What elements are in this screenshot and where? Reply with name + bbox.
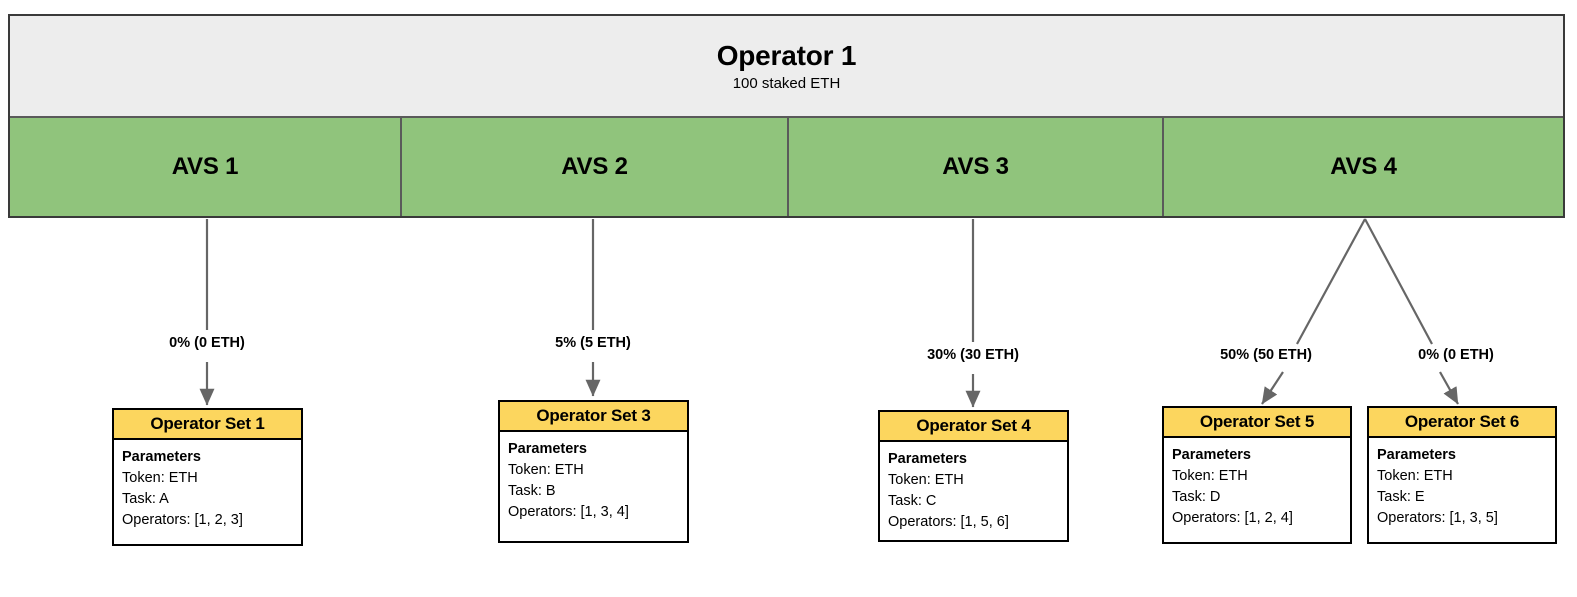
operator-set-title-1: Operator Set 1 [114, 410, 301, 440]
operator-title: Operator 1 [716, 39, 857, 71]
param-task-1: Task: A [122, 491, 169, 508]
avs-cell-1[interactable]: AVS 1 [10, 116, 402, 216]
operator-container: Operator 1 100 staked ETH AVS 1 AVS 2 AV… [8, 14, 1565, 218]
edge-label-avs4-opset6: 0% (0 ETH) [1415, 346, 1497, 366]
operator-set-body-1: Parameters Token: ETH Task: A Operators:… [114, 440, 301, 537]
operator-set-box-3[interactable]: Operator Set 3 Parameters Token: ETH Tas… [498, 400, 689, 543]
avs-label-4: AVS 4 [1330, 153, 1397, 180]
edge-label-avs1-opset1: 0% (0 ETH) [166, 334, 248, 354]
avs-band: AVS 1 AVS 2 AVS 3 AVS 4 [10, 116, 1563, 216]
param-task-5: Task: D [1172, 489, 1221, 506]
operator-set-body-5: Parameters Token: ETH Task: D Operators:… [1164, 438, 1350, 535]
operator-header: Operator 1 100 staked ETH [10, 16, 1563, 116]
param-operators-1: Operators: [1, 2, 3] [122, 512, 243, 529]
avs-label-2: AVS 2 [561, 153, 628, 180]
edge-label-avs4-opset5: 50% (50 ETH) [1217, 346, 1315, 366]
avs-label-1: AVS 1 [171, 153, 239, 180]
params-heading-1: Parameters [122, 449, 201, 465]
param-task-3: Task: B [508, 483, 556, 500]
params-heading-6: Parameters [1377, 447, 1456, 463]
param-token-1: Token: ETH [122, 470, 198, 487]
operator-set-box-1[interactable]: Operator Set 1 Parameters Token: ETH Tas… [112, 408, 303, 546]
operator-set-body-3: Parameters Token: ETH Task: B Operators:… [500, 432, 687, 529]
avs-cell-4[interactable]: AVS 4 [1164, 116, 1563, 216]
param-task-4: Task: C [888, 493, 937, 510]
operator-set-title-5: Operator Set 5 [1164, 408, 1350, 438]
param-token-5: Token: ETH [1172, 468, 1248, 485]
avs-cell-3[interactable]: AVS 3 [789, 116, 1164, 216]
operator-set-title-6: Operator Set 6 [1369, 408, 1555, 438]
params-heading-5: Parameters [1172, 447, 1251, 463]
operator-stake-label: 100 staked ETH [732, 74, 841, 92]
param-token-3: Token: ETH [508, 462, 584, 479]
avs-cell-2[interactable]: AVS 2 [402, 116, 789, 216]
operator-set-body-6: Parameters Token: ETH Task: E Operators:… [1369, 438, 1555, 535]
operator-set-title-3: Operator Set 3 [500, 402, 687, 432]
param-operators-5: Operators: [1, 2, 4] [1172, 510, 1293, 527]
edge-label-avs3-opset4: 30% (30 ETH) [924, 346, 1022, 366]
edge-avs4-to-opset6 [1364, 218, 1459, 405]
avs-label-3: AVS 3 [942, 153, 1009, 180]
edge-avs4-to-opset5 [1261, 218, 1366, 405]
operator-set-box-6[interactable]: Operator Set 6 Parameters Token: ETH Tas… [1367, 406, 1557, 544]
param-token-6: Token: ETH [1377, 468, 1453, 485]
operator-set-box-4[interactable]: Operator Set 4 Parameters Token: ETH Tas… [878, 410, 1069, 542]
param-task-6: Task: E [1377, 489, 1425, 506]
edge-label-avs2-opset3: 5% (5 ETH) [552, 334, 634, 354]
param-operators-6: Operators: [1, 3, 5] [1377, 510, 1498, 527]
param-token-4: Token: ETH [888, 472, 964, 489]
params-heading-3: Parameters [508, 441, 587, 457]
param-operators-3: Operators: [1, 3, 4] [508, 504, 629, 521]
operator-set-body-4: Parameters Token: ETH Task: C Operators:… [880, 442, 1067, 539]
operator-set-title-4: Operator Set 4 [880, 412, 1067, 442]
operator-set-box-5[interactable]: Operator Set 5 Parameters Token: ETH Tas… [1162, 406, 1352, 544]
params-heading-4: Parameters [888, 451, 967, 467]
param-operators-4: Operators: [1, 5, 6] [888, 514, 1009, 531]
